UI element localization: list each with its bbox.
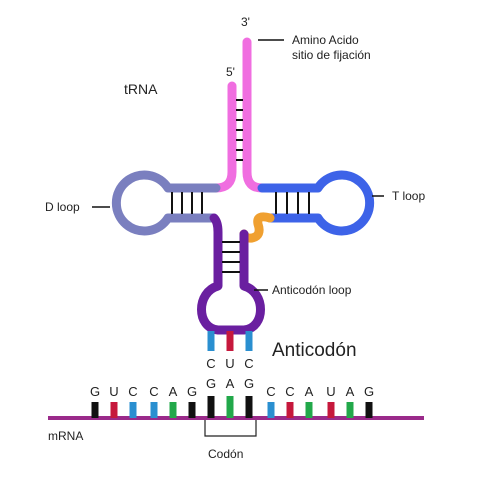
mrna-base-stick (327, 402, 335, 418)
mrna-base-letter: U (326, 384, 335, 399)
mrna-base-stick (110, 402, 118, 418)
anticodon-arm (197, 213, 265, 335)
mrna-base-stick (305, 402, 313, 418)
anticodon-loop-label: Anticodón loop (272, 283, 352, 297)
mrna-base-letter: G (187, 384, 197, 399)
d-loop-label: D loop (45, 200, 80, 214)
t-arm (257, 170, 375, 236)
mrna-base-stick (91, 402, 99, 418)
anticodon-base-stick (245, 331, 253, 351)
mrna-base-stick (207, 396, 215, 418)
mrna-base-letter: C (285, 384, 294, 399)
mrna-base-letter: G (364, 384, 374, 399)
mrna-base-letter: A (169, 384, 178, 399)
mrna-base-letter: C (128, 384, 137, 399)
mrna-base-stick (169, 402, 177, 418)
mrna-base-stick (226, 396, 234, 418)
mrna-base-stick (286, 402, 294, 418)
t-loop-label: T loop (392, 189, 425, 203)
mrna-base-stick (245, 396, 253, 418)
acceptor-stem (211, 37, 267, 193)
anticodon-base-stick (226, 331, 234, 351)
codon-label: Codón (208, 447, 243, 461)
five-prime-label: 5' (226, 65, 235, 79)
amino-acid-label: Amino Acido (292, 33, 359, 47)
anticodon-base-sticks (207, 331, 253, 351)
mrna-base-letter: G (206, 376, 216, 391)
anticodon-base-letter: C (206, 356, 215, 371)
mrna-base-letter: U (109, 384, 118, 399)
trna-label: tRNA (124, 81, 158, 97)
anticodon-label: Anticodón (272, 340, 357, 361)
mrna-base-stick (267, 402, 275, 418)
three-prime-label: 3' (241, 15, 250, 29)
anticodon-base-stick (207, 331, 215, 351)
mrna-base-sticks (91, 396, 373, 418)
anticodon-arm-pairs (222, 241, 240, 273)
anticodon-base-letter: U (225, 356, 234, 371)
amino-site-label: sitio de fijación (292, 48, 371, 62)
d-arm (111, 170, 221, 236)
mrna-base-letter: G (244, 376, 254, 391)
mrna-base-letter: A (346, 384, 355, 399)
d-arm-pairs (171, 192, 203, 214)
mrna-base-letter: A (305, 384, 314, 399)
t-arm-pairs (275, 192, 310, 214)
mrna-base-letter: C (149, 384, 158, 399)
mrna-base-letter: A (226, 376, 235, 391)
mrna-base-stick (188, 402, 196, 418)
acceptor-stem-pairs (236, 99, 243, 161)
mrna-label: mRNA (48, 429, 83, 443)
mrna-base-stick (365, 402, 373, 418)
mrna-base-letter: G (90, 384, 100, 399)
codon-bracket (204, 420, 257, 437)
mrna-base-letter: C (266, 384, 275, 399)
anticodon-base-letter: C (244, 356, 253, 371)
mrna-base-stick (150, 402, 158, 418)
mrna-base-stick (129, 402, 137, 418)
mrna-base-stick (346, 402, 354, 418)
